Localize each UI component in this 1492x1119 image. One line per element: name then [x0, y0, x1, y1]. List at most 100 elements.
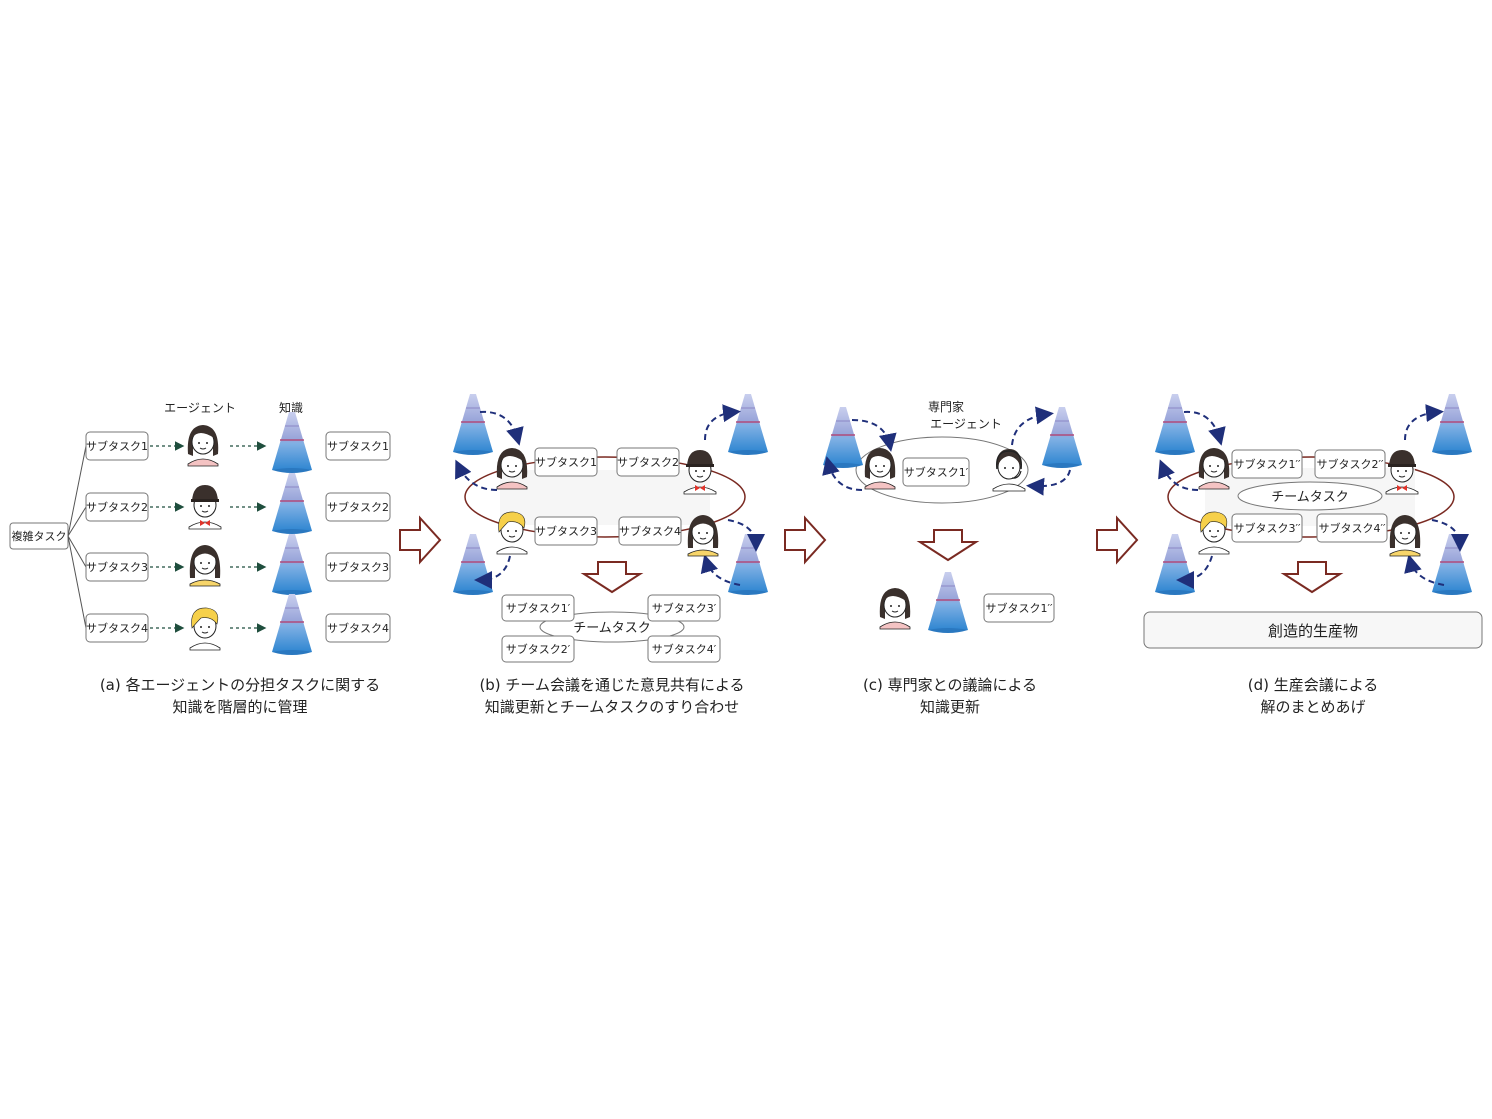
blue-dashed-arrow — [1183, 410, 1226, 446]
team-task-ellipse — [1237, 481, 1383, 511]
person-icon — [496, 511, 528, 555]
subtask-box — [534, 447, 598, 477]
person-icon — [1389, 514, 1421, 557]
discussion-ellipse — [855, 436, 1029, 504]
subtask-label: サブタスク2 — [327, 500, 389, 514]
pyramid-icon — [452, 533, 494, 596]
expert-label-line2: エージェント — [930, 417, 1002, 431]
panel-d: サブタスク1′′ サブタスク2′′ チームタスク サブタスク3′′ サブタスク4… — [1143, 393, 1483, 716]
subtask-box — [325, 492, 391, 522]
subtask-box — [325, 552, 391, 582]
panel-c: 専門家 エージェント サブタスク1′ サブタスク1′′ (c) 専門家との議論に… — [822, 399, 1083, 716]
blue-dashed-arrow — [1176, 555, 1213, 589]
person-icon — [864, 447, 896, 490]
blue-dashed-arrow — [704, 404, 741, 441]
caption-b-line2: 知識更新とチームタスクのすり合わせ — [485, 698, 740, 716]
pyramid-icon — [727, 393, 769, 456]
tree-connectors — [67, 445, 87, 629]
person-icon — [687, 514, 719, 557]
subtask-box — [902, 457, 970, 487]
row-2: サブタスク2 サブタスク2 — [85, 472, 391, 535]
subtask-box — [1314, 449, 1386, 479]
subtask-label: サブタスク1 — [535, 455, 597, 469]
blue-dashed-arrow — [1404, 554, 1445, 586]
pyramid-icon — [1431, 533, 1473, 596]
subtask-label: サブタスク3′′ — [1234, 521, 1301, 535]
subtask-label: サブタスク4 — [327, 621, 389, 635]
subtask-box — [501, 594, 575, 622]
panel-b: サブタスク1 サブタスク2 サブタスク3 サブタスク4 チームタスク サブタスク… — [452, 393, 769, 716]
subtask-box — [85, 492, 149, 522]
subtask-box — [325, 431, 391, 461]
pyramid-icon — [452, 393, 494, 456]
blue-dashed-arrow — [455, 459, 498, 491]
subtask-label: サブタスク1′′ — [1234, 457, 1301, 471]
caption-c-line2: 知識更新 — [920, 698, 980, 716]
team-task-label: チームタスク — [573, 621, 651, 636]
person-icon — [1198, 511, 1230, 555]
subtask-label: サブタスク1′′ — [986, 601, 1053, 615]
blue-dashed-arrow — [851, 419, 897, 452]
blue-dashed-arrow — [1158, 459, 1199, 491]
subtask-box — [85, 552, 149, 582]
subtask-box — [501, 635, 575, 663]
subtask-box — [1316, 513, 1388, 543]
blue-dashed-arrow — [1011, 406, 1054, 446]
product-box — [1143, 611, 1483, 649]
blue-dashed-arrow — [474, 555, 511, 589]
team-task-ellipse — [539, 611, 685, 643]
subtask-label: サブタスク2 — [86, 500, 148, 514]
block-arrow-icon — [784, 517, 826, 563]
blue-dashed-arrow — [479, 410, 524, 446]
block-arrow-icon — [399, 517, 441, 563]
caption-a-line2: 知識を階層的に管理 — [172, 698, 307, 716]
blue-dashed-arrow — [1404, 404, 1444, 441]
subtask-box — [616, 447, 680, 477]
block-arrow-icon — [1096, 517, 1138, 563]
pyramid-icon — [271, 411, 313, 474]
subtask-label: サブタスク2 — [617, 455, 679, 469]
row-4: サブタスク4 サブタスク4 — [85, 593, 391, 656]
subtask-label: サブタスク4 — [86, 621, 148, 635]
subtask-box — [983, 593, 1055, 623]
blue-dashed-arrow — [1431, 519, 1469, 552]
person-icon — [189, 544, 221, 587]
block-arrow-icon — [1283, 561, 1341, 593]
subtask-label: サブタスク3′ — [652, 601, 717, 615]
agent-header: エージェント — [164, 401, 236, 415]
pyramid-icon — [271, 533, 313, 596]
subtask-label: サブタスク4 — [619, 524, 681, 538]
pyramid-icon — [1041, 406, 1083, 469]
team-task-label: チームタスク — [1271, 490, 1349, 505]
person-icon — [879, 587, 911, 630]
meeting-area — [500, 470, 710, 525]
subtask-label: サブタスク2′ — [506, 642, 571, 656]
pyramid-icon — [927, 571, 969, 634]
row-1: サブタスク1 サブタスク1 — [85, 411, 391, 474]
subtask-box — [85, 613, 149, 643]
block-arrow-icon — [583, 561, 641, 593]
pyramid-icon — [822, 406, 864, 469]
subtask-box — [618, 516, 682, 546]
blue-dashed-arrow — [822, 456, 863, 491]
pyramid-icon — [1154, 533, 1196, 596]
pyramid-icon — [1431, 393, 1473, 456]
blue-dashed-arrow — [727, 519, 765, 552]
subtask-label: サブタスク1 — [86, 439, 148, 453]
subtask-label: サブタスク3 — [327, 560, 389, 574]
pyramid-icon — [727, 533, 769, 596]
subtask-label: サブタスク3 — [535, 524, 597, 538]
expert-label-line1: 専門家 — [928, 399, 964, 414]
pyramid-icon — [1154, 393, 1196, 456]
subtask-label: サブタスク2′′ — [1317, 457, 1384, 471]
subtask-label: サブタスク1′ — [904, 465, 969, 479]
caption-a-line1: (a) 各エージェントの分担タスクに関する — [100, 676, 380, 694]
blue-dashed-arrow — [1026, 469, 1071, 496]
knowledge-header: 知識 — [279, 401, 303, 415]
caption-b-line1: (b) チーム会議を通じた意見共有による — [479, 676, 744, 694]
pyramid-icon — [271, 472, 313, 535]
subtask-label: サブタスク1′ — [506, 601, 571, 615]
subtask-box — [1231, 449, 1303, 479]
product-label: 創造的生産物 — [1268, 622, 1358, 640]
